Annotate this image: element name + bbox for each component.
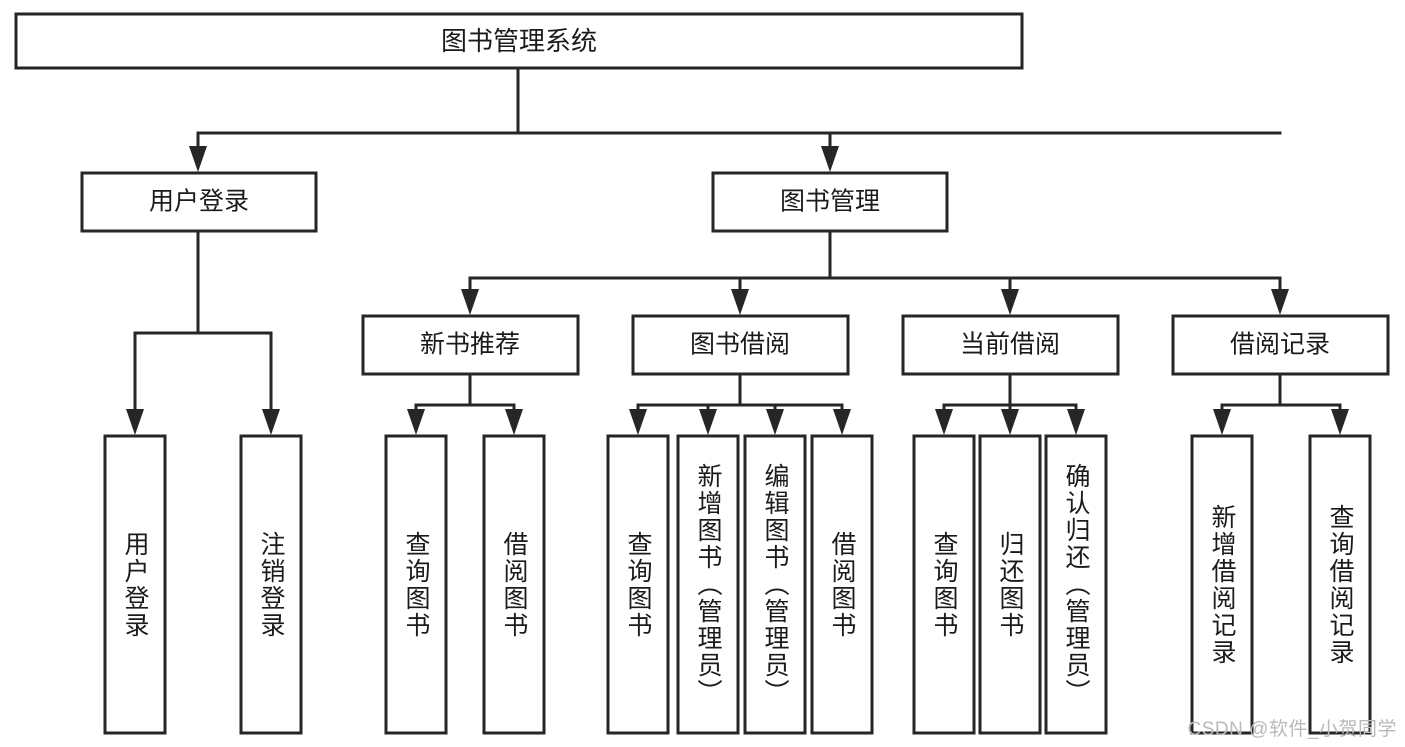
arrow-nbr-leaf-1 [407,409,425,435]
node-current-borrow-label: 当前借阅 [960,331,1060,359]
leaf-box-nbr-1[interactable] [384,434,448,735]
node-user-login[interactable] [80,171,318,233]
arrow-to-leaf-logout [262,409,280,435]
arrow-to-book-management [821,146,839,172]
leaf-box-bb-4[interactable] [810,434,874,735]
arrow-bb-leaf-1 [629,409,647,435]
connector-user-login-to-leaves [126,230,280,435]
arrow-to-new-book-recommend [461,289,479,315]
leaf-box-cb-3[interactable] [1044,434,1108,735]
leaf-box-bb-2[interactable] [676,434,740,735]
arrow-to-leaf-user-login [126,409,144,435]
leaf-box-nbr-2[interactable] [482,434,546,735]
arrow-br-leaf-2 [1331,409,1349,435]
leaf-box-bb-3[interactable] [743,434,807,735]
arrow-to-current-borrow [1001,289,1019,315]
leaf-box-br-2[interactable] [1308,434,1372,735]
node-borrow-record[interactable] [1171,314,1390,376]
node-current-borrow[interactable] [901,314,1120,376]
arrow-cb-leaf-2 [1001,409,1019,435]
node-new-book-recommend-label: 新书推荐 [420,331,520,359]
node-book-management-label: 图书管理 [780,188,880,216]
node-root[interactable] [14,12,1024,70]
arrow-to-borrow-record [1271,289,1289,315]
arrow-to-book-borrow [731,289,749,315]
connector-book-management-to-level2 [461,230,1289,315]
connector-current-borrow-to-leaves [935,373,1085,435]
csdn-watermark: CSDN @软件_小贺同学 [1187,719,1397,740]
leaf-box-cb-1[interactable] [912,434,976,735]
leaf-box-cb-2[interactable] [978,434,1042,735]
arrow-br-leaf-1 [1213,409,1231,435]
arrow-bb-leaf-3 [766,409,784,435]
leaf-box-bb-1[interactable] [606,434,670,735]
node-root-label: 图书管理系统 [441,26,597,56]
arrow-to-user-login [189,146,207,172]
arrow-nbr-leaf-2 [505,409,523,435]
connector-new-book-recommend-to-leaves [407,373,523,435]
connector-book-borrow-to-leaves [629,373,851,435]
node-user-login-label: 用户登录 [149,188,249,216]
arrow-bb-leaf-2 [699,409,717,435]
node-new-book-recommend[interactable] [361,314,580,376]
arrow-bb-leaf-4 [833,409,851,435]
leaf-box-br-1[interactable] [1190,434,1254,735]
node-borrow-record-label: 借阅记录 [1230,331,1330,359]
arrow-cb-leaf-1 [935,409,953,435]
node-book-management[interactable] [711,171,949,233]
leaf-box-user-login-2[interactable] [239,434,303,735]
arrow-cb-leaf-3 [1067,409,1085,435]
connector-root-to-level1 [189,66,1282,172]
node-book-borrow[interactable] [631,314,850,376]
leaf-box-user-login-1[interactable] [103,434,167,735]
node-book-borrow-label: 图书借阅 [690,331,790,359]
connector-borrow-record-to-leaves [1213,373,1349,435]
